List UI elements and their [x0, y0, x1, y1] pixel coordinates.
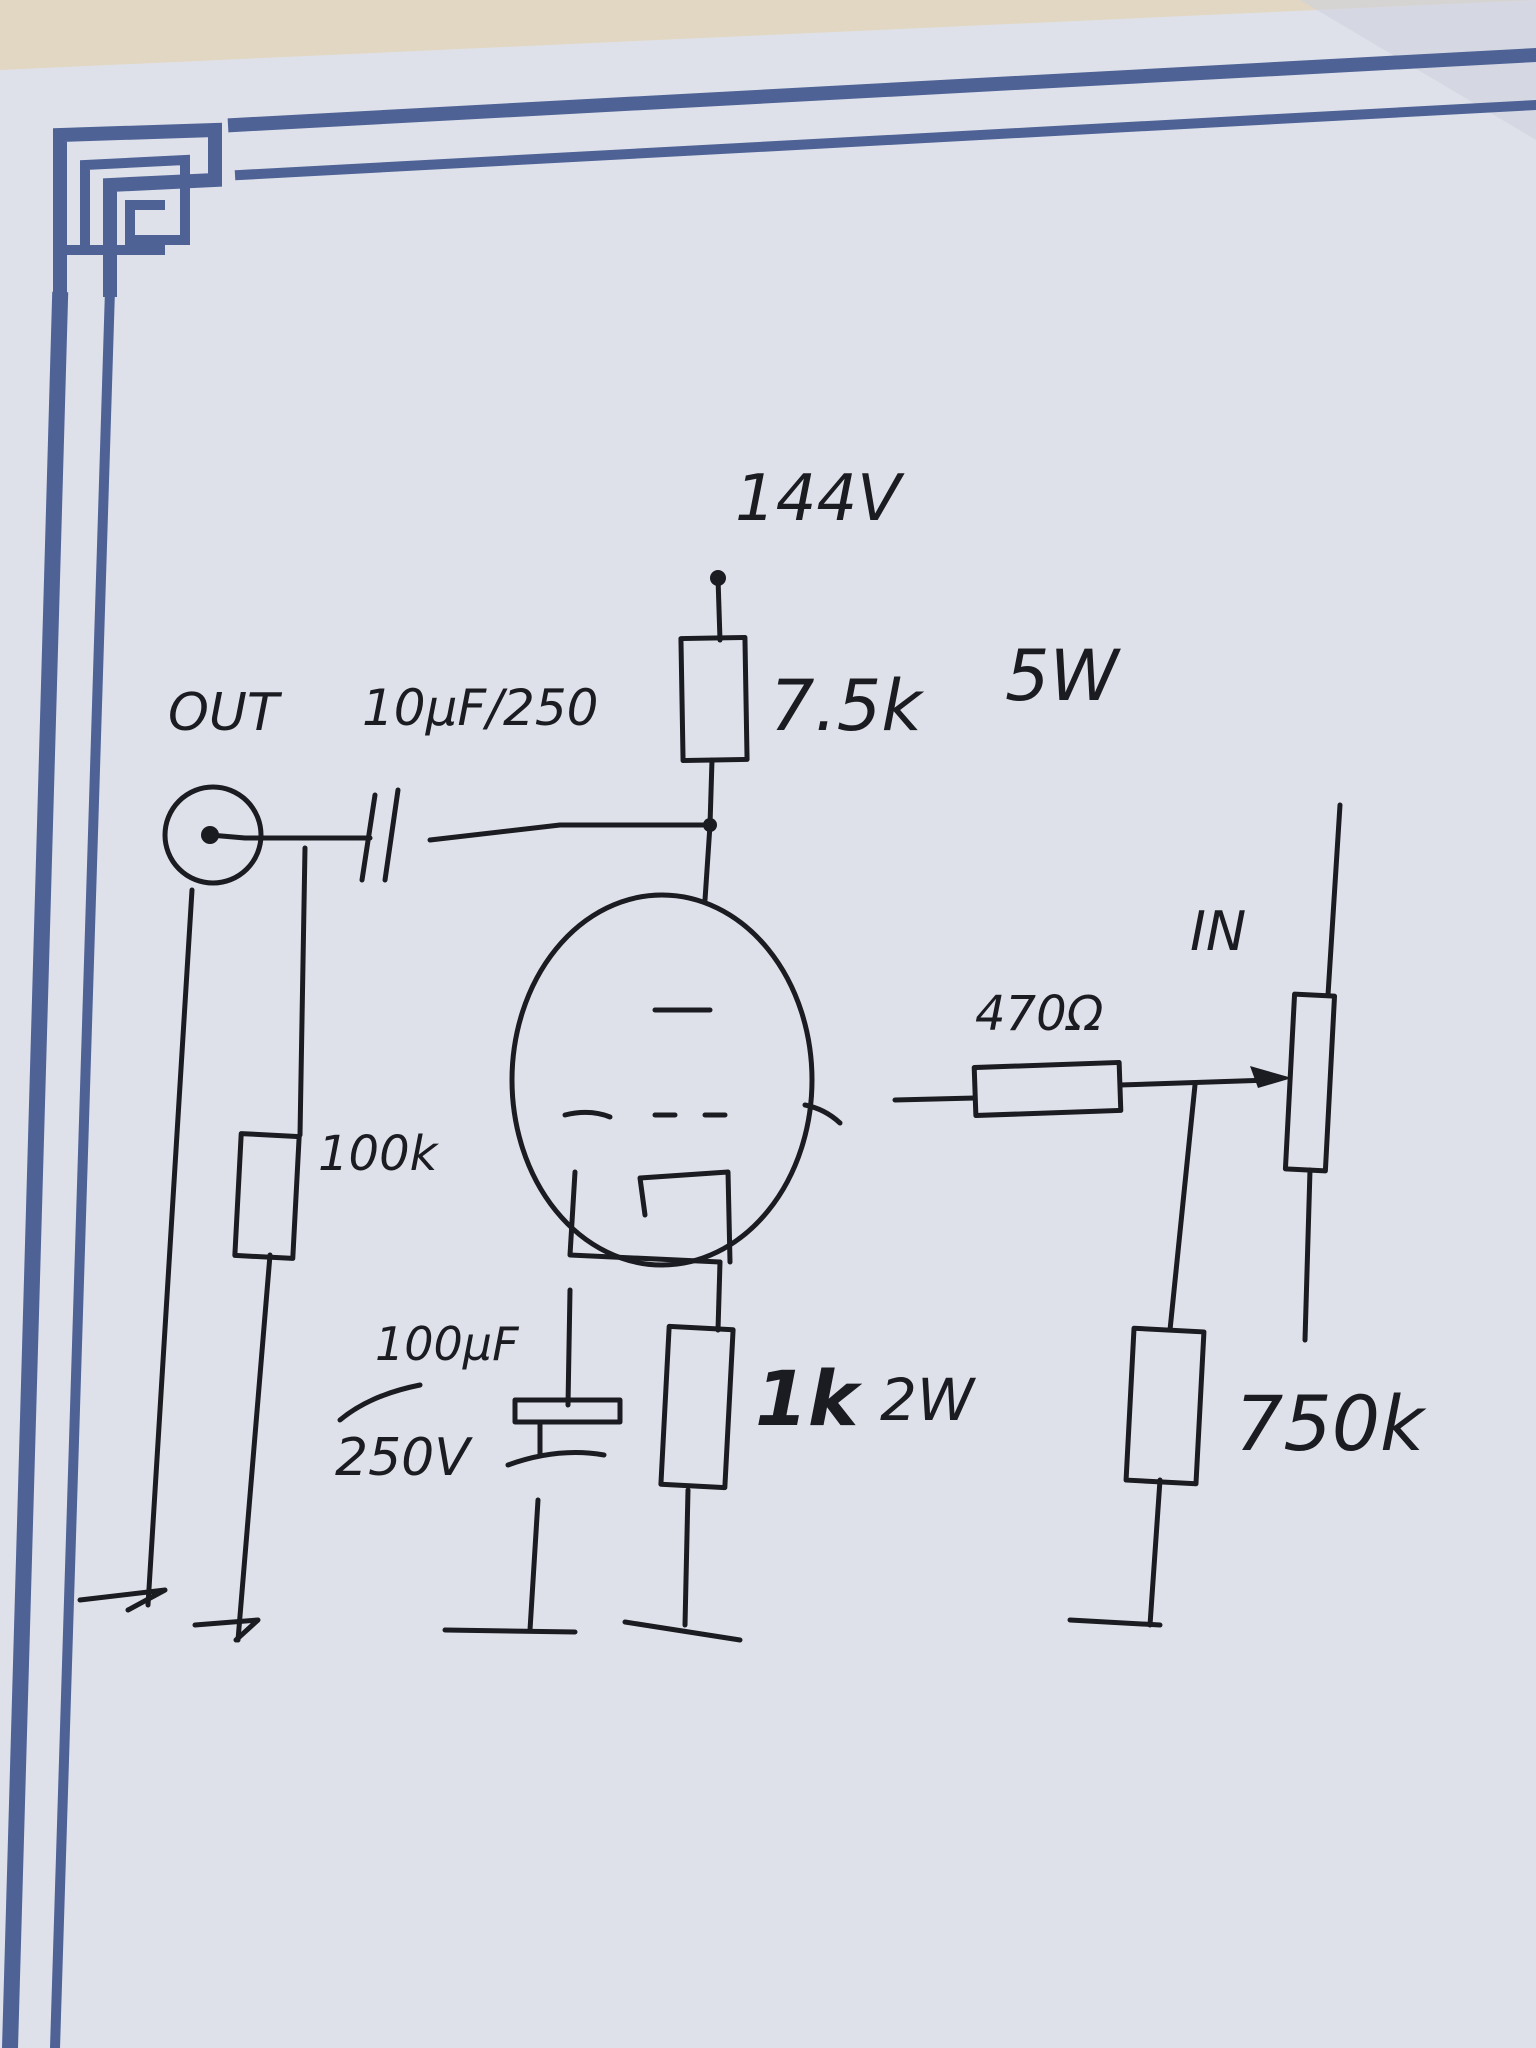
page-border: [1, 47, 1536, 2048]
output-label: OUT: [168, 683, 283, 743]
input-resistor-label: 750k: [1235, 1379, 1427, 1468]
cathode-resistor-power-label: 2W: [880, 1366, 977, 1434]
border-corner-ornament: [53, 122, 222, 307]
grid-stopper-label: 470Ω: [975, 986, 1104, 1042]
plate-resistor-value-label: 7.5k: [770, 665, 924, 747]
ground-icon: [77, 1587, 1163, 1643]
cathode-capacitor-value-label: 100µF: [375, 1317, 519, 1371]
vacuum-tube-icon: [509, 892, 843, 1268]
coupling-capacitor: [359, 787, 401, 883]
input-label: IN: [1190, 900, 1246, 963]
grid-stopper-resistor: [971, 1059, 1124, 1118]
supply-voltage-label: 144V: [735, 462, 905, 536]
cathode-resistor: [658, 1323, 736, 1491]
coupling-capacitor-label: 10µF/250: [362, 679, 598, 737]
circuit-wiring: [145, 570, 1343, 1643]
potentiometer-icon: [1250, 991, 1338, 1174]
cathode-capacitor: [505, 1397, 623, 1468]
cathode-resistor-value-label: 1k: [755, 1354, 863, 1443]
grid-leak-label: 100k: [318, 1126, 440, 1182]
input-resistor: [1123, 1325, 1207, 1487]
grid-leak-resistor: [232, 1131, 302, 1261]
plate-resistor-power-label: 5W: [1005, 635, 1122, 717]
output-jack-icon: [162, 784, 264, 886]
cathode-capacitor-voltage-label: 250V: [335, 1428, 473, 1488]
plate-resistor: [678, 634, 750, 764]
